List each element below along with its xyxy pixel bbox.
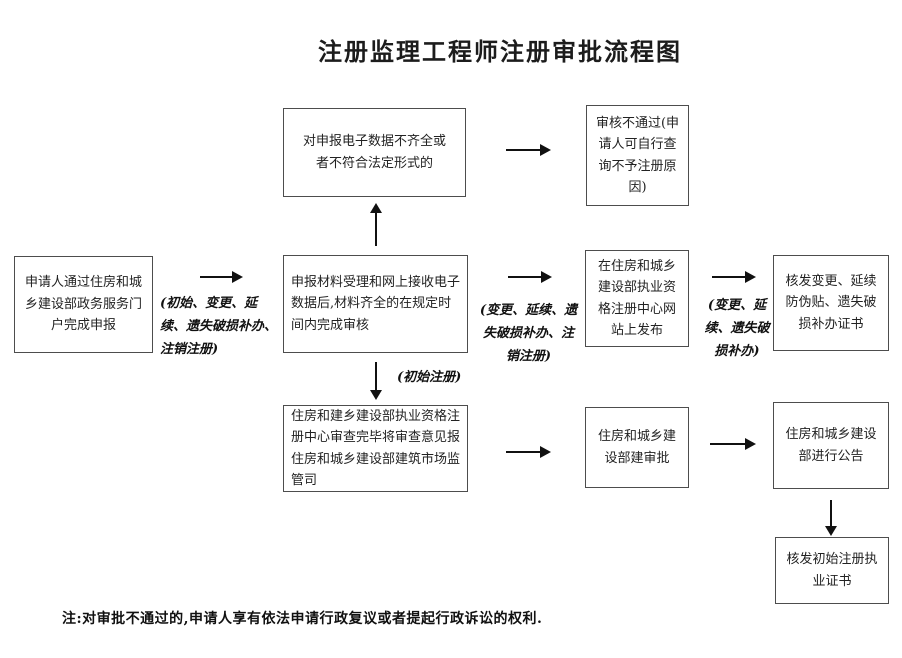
box-issue-change-certificate: 核发变更、延续防伪贴、遗失破损补办证书	[773, 255, 889, 351]
box-ministry-announcement: 住房和城乡建设部进行公告	[773, 402, 889, 489]
arrow-incomplete-to-failed	[506, 144, 551, 156]
box-issue-initial-certificate: 核发初始注册执业证书	[775, 537, 889, 604]
label-change-renewal-cancel: (变更、延续、遗失破损补办、注销注册)	[479, 303, 578, 364]
arrow-applicant-to-acceptance	[200, 271, 243, 283]
label-initial-registration: (初始注册)	[397, 370, 462, 385]
arrow-announcement-to-initial-cert	[825, 500, 837, 536]
box-center-review-report: 住房和建乡建设部执业资格注册中心审查完毕将审查意见报住房和城乡建设部建筑市场监管…	[283, 405, 468, 492]
arrow-acceptance-to-incomplete	[370, 203, 382, 246]
arrow-center-review-to-approval	[506, 446, 551, 458]
arrow-approval-to-announcement	[710, 438, 756, 450]
arrow-publish-to-change-cert	[712, 271, 756, 283]
box-material-acceptance: 申报材料受理和网上接收电子数据后,材料齐全的在规定时间内完成审核	[283, 255, 468, 353]
box-publish-on-website: 在住房和城乡建设部执业资格注册中心网站上发布	[585, 250, 689, 347]
page-title: 注册监理工程师注册审批流程图	[318, 37, 682, 66]
box-applicant-portal: 申请人通过住房和城乡建设部政务服务门户完成申报	[14, 256, 153, 353]
box-incomplete-data: 对申报电子数据不齐全或者不符合法定形式的	[283, 108, 466, 197]
footnote: 注:对审批不通过的,申请人享有依法申请行政复议或者提起行政诉讼的权利.	[62, 611, 543, 627]
arrow-acceptance-to-center-review	[370, 362, 382, 400]
label-change-renewal: (变更、延续、遗失破损补办)	[704, 298, 770, 359]
box-ministry-approval: 住房和城乡建设部建审批	[585, 407, 689, 488]
arrow-acceptance-to-publish	[508, 271, 552, 283]
label-initial-change-renewal: (初始、变更、延续、遗失破损补办、注销注册)	[160, 296, 278, 357]
box-review-failed: 审核不通过(申请人可自行查询不予注册原因)	[586, 105, 689, 206]
